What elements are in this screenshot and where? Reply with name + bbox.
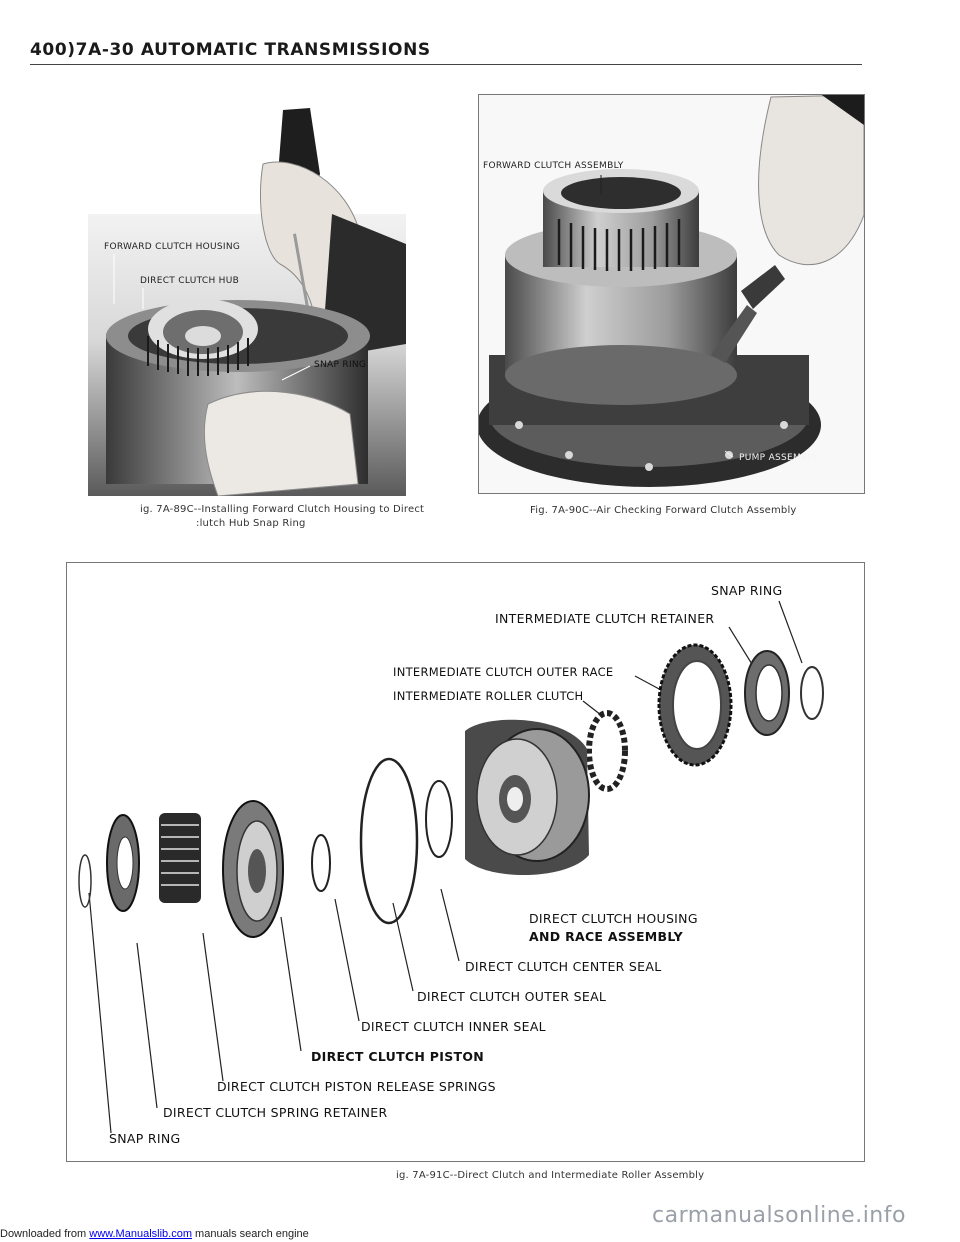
label-direct-clutch-piston-release-springs: DIRECT CLUTCH PISTON RELEASE SPRINGS	[217, 1079, 496, 1094]
page-header: 400)7A-30 AUTOMATIC TRANSMISSIONS	[30, 40, 431, 60]
footer-link[interactable]: www.Manualslib.com	[89, 1228, 192, 1240]
label-intermediate-clutch-retainer: INTERMEDIATE CLUTCH RETAINER	[495, 611, 715, 626]
label-snap-ring-left: SNAP RING	[314, 360, 367, 370]
label-direct-clutch-inner-seal: DIRECT CLUTCH INNER SEAL	[361, 1019, 546, 1034]
figure-left-photo	[88, 104, 406, 496]
label-intermediate-clutch-outer-race: INTERMEDIATE CLUTCH OUTER RACE	[393, 665, 614, 679]
caption-fig-89c-line2: :lutch Hub Snap Ring	[196, 518, 306, 529]
label-snap-ring-top: SNAP RING	[711, 583, 783, 598]
label-pump-assembly: PUMP ASSEMBLY	[739, 453, 818, 463]
header-rule	[30, 64, 862, 65]
caption-fig-90c: Fig. 7A-90C--Air Checking Forward Clutch…	[530, 505, 797, 516]
caption-fig-91c: ig. 7A-91C--Direct Clutch and Intermedia…	[396, 1170, 705, 1181]
figure-right: FORWARD CLUTCH ASSEMBLY PUMP ASSEMBLY	[478, 94, 865, 494]
figure-bottom-diagram	[67, 563, 864, 1161]
label-direct-clutch-housing-line2: AND RACE ASSEMBLY	[529, 929, 684, 944]
label-forward-clutch-assembly: FORWARD CLUTCH ASSEMBLY	[483, 161, 624, 171]
figure-right-photo	[479, 95, 864, 493]
footer-prefix: Downloaded from	[0, 1228, 90, 1240]
label-direct-clutch-hub: DIRECT CLUTCH HUB	[140, 276, 240, 286]
figure-left: FORWARD CLUTCH HOUSING DIRECT CLUTCH HUB…	[88, 104, 406, 496]
label-direct-clutch-outer-seal: DIRECT CLUTCH OUTER SEAL	[417, 989, 607, 1004]
label-forward-clutch-housing: FORWARD CLUTCH HOUSING	[104, 242, 241, 252]
label-direct-clutch-spring-retainer: DIRECT CLUTCH SPRING RETAINER	[163, 1105, 388, 1120]
figure-bottom: SNAP RING INTERMEDIATE CLUTCH RETAINER I…	[66, 562, 865, 1162]
watermark: carmanualsonline.info	[652, 1203, 906, 1228]
label-direct-clutch-housing-line1: DIRECT CLUTCH HOUSING	[529, 911, 698, 926]
label-snap-ring-bottom: SNAP RING	[109, 1131, 181, 1146]
footer-suffix: manuals search engine	[191, 1228, 309, 1240]
label-direct-clutch-center-seal: DIRECT CLUTCH CENTER SEAL	[465, 959, 662, 974]
footer: Downloaded from www.Manualslib.com manua…	[0, 1228, 309, 1240]
caption-fig-89c-line1: ig. 7A-89C--Installing Forward Clutch Ho…	[140, 504, 425, 515]
label-intermediate-roller-clutch: INTERMEDIATE ROLLER CLUTCH	[393, 689, 584, 703]
label-direct-clutch-piston: DIRECT CLUTCH PISTON	[311, 1049, 485, 1064]
